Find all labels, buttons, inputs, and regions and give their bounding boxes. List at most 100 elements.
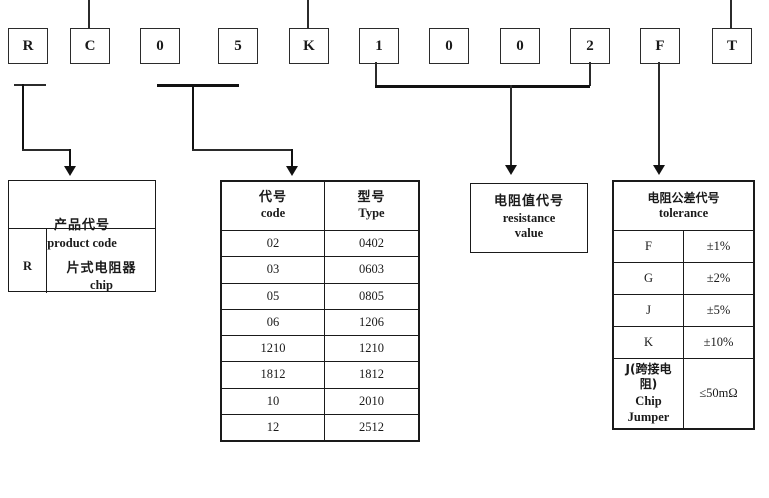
type-header-cn: 型号 bbox=[357, 190, 386, 206]
leader-resistance-left-stub bbox=[375, 62, 377, 86]
table-row: F ±1% bbox=[613, 230, 754, 263]
code-header-en: code bbox=[260, 206, 286, 221]
type-cell: 2010 bbox=[324, 387, 419, 415]
resistance-value-en-line1: resistance bbox=[502, 210, 556, 225]
part-char-box-2[interactable]: C bbox=[70, 28, 110, 64]
type-cell: 0805 bbox=[324, 282, 419, 310]
leader-resistance-right-stub bbox=[589, 62, 591, 86]
code-header-cell: 代号 code bbox=[221, 181, 325, 231]
jumper-en-line2: Jumper bbox=[627, 410, 670, 425]
tick-above-k-box bbox=[307, 0, 309, 28]
type-cell: 2512 bbox=[324, 413, 419, 442]
tolerance-value-cell: ±2% bbox=[683, 262, 754, 295]
resistance-value-box: 电阻值代号 resistance value bbox=[470, 183, 588, 253]
tolerance-code-cell: K bbox=[613, 326, 684, 359]
tolerance-header-cell: 电阻公差代号 tolerance bbox=[613, 181, 754, 231]
part-char-box-6[interactable]: 1 bbox=[359, 28, 399, 64]
leader-size-drop bbox=[291, 149, 294, 167]
part-char-label: 5 bbox=[234, 37, 242, 54]
part-char-box-7[interactable]: 0 bbox=[429, 28, 469, 64]
jumper-en-line1: Chip bbox=[635, 393, 662, 408]
part-char-label: T bbox=[726, 37, 737, 54]
code-cell: 10 bbox=[221, 387, 325, 415]
type-header-en: Type bbox=[358, 206, 385, 221]
product-code-header-divider bbox=[9, 228, 155, 230]
tolerance-code-cell: F bbox=[613, 230, 684, 263]
part-char-box-9[interactable]: 2 bbox=[570, 28, 610, 64]
jumper-cn-line2: 阻) bbox=[639, 377, 658, 392]
type-cell: 0402 bbox=[324, 229, 419, 258]
tolerance-header-wrap: 电阻公差代号 tolerance bbox=[614, 190, 753, 222]
leader-product-vertical bbox=[22, 84, 25, 150]
tolerance-table: 电阻公差代号 tolerance F ±1% G ±2% J ±5% K ±10… bbox=[612, 180, 755, 430]
part-char-box-10[interactable]: F bbox=[640, 28, 680, 64]
part-char-label: 2 bbox=[586, 37, 594, 54]
part-char-box-4[interactable]: 5 bbox=[218, 28, 258, 64]
code-cell: 1210 bbox=[221, 334, 325, 363]
code-cell: 05 bbox=[221, 282, 325, 310]
part-char-box-1[interactable]: R bbox=[8, 28, 48, 64]
leader-product-arrow bbox=[64, 166, 76, 176]
type-cell: 1206 bbox=[324, 308, 419, 337]
code-header-cn: 代号 bbox=[258, 190, 287, 206]
code-cell: 02 bbox=[221, 229, 325, 258]
product-code-desc-en: chip bbox=[90, 278, 113, 292]
part-char-box-5[interactable]: K bbox=[289, 28, 329, 64]
tolerance-value-cell-jumper: ≤50mΩ bbox=[683, 358, 754, 429]
part-char-label: 0 bbox=[156, 37, 164, 54]
product-code-value: R bbox=[22, 259, 33, 273]
product-code-grid bbox=[9, 181, 155, 293]
tolerance-value-cell: ±1% bbox=[683, 230, 754, 263]
table-row: J ±5% bbox=[613, 294, 754, 327]
part-char-label: 0 bbox=[445, 37, 453, 54]
code-cell: 12 bbox=[221, 413, 325, 442]
leader-resistance-arrow bbox=[505, 165, 517, 175]
code-header-wrap: 代号 code bbox=[222, 189, 324, 222]
tick-above-t-box bbox=[730, 0, 732, 28]
part-char-label: K bbox=[303, 37, 315, 54]
part-char-box-3[interactable]: 0 bbox=[140, 28, 180, 64]
product-code-header-en: product code bbox=[47, 236, 117, 250]
type-cell: 1210 bbox=[324, 334, 419, 363]
type-header-wrap: 型号 Type bbox=[325, 189, 418, 222]
leader-resistance-bracket bbox=[375, 85, 590, 88]
tolerance-value-cell: ±5% bbox=[683, 294, 754, 327]
part-char-label: 1 bbox=[375, 37, 383, 54]
table-header-row: 电阻公差代号 tolerance bbox=[613, 181, 754, 231]
type-header-cell: 型号 Type bbox=[324, 181, 419, 231]
table-row: G ±2% bbox=[613, 262, 754, 295]
table-header-row: 代号 code 型号 Type bbox=[221, 181, 419, 231]
type-cell: 0603 bbox=[324, 256, 419, 284]
type-cell: 1812 bbox=[324, 361, 419, 389]
code-cell: 1812 bbox=[221, 361, 325, 389]
resistance-value-cn: 电阻值代号 bbox=[493, 194, 564, 210]
tick-above-c-box bbox=[88, 0, 90, 28]
code-cell: 03 bbox=[221, 256, 325, 284]
leader-tolerance-drop bbox=[658, 62, 660, 167]
leader-tolerance-arrow bbox=[653, 165, 665, 175]
part-char-box-11[interactable]: T bbox=[712, 28, 752, 64]
part-char-label: F bbox=[655, 37, 665, 54]
tolerance-value-cell: ±10% bbox=[683, 326, 754, 359]
leader-size-vertical bbox=[192, 84, 195, 150]
leader-size-horizontal bbox=[192, 149, 292, 151]
part-char-box-8[interactable]: 0 bbox=[500, 28, 540, 64]
table-row: K ±10% bbox=[613, 326, 754, 359]
product-code-column-divider bbox=[46, 228, 48, 293]
tolerance-code-cell: J bbox=[613, 294, 684, 327]
leader-size-arrow bbox=[286, 166, 298, 176]
tolerance-code-cell-jumper: J(跨接电 阻) Chip Jumper bbox=[613, 358, 684, 429]
leader-resistance-drop bbox=[510, 85, 512, 167]
part-char-label: C bbox=[84, 37, 96, 54]
tolerance-header-cn: 电阻公差代号 bbox=[647, 190, 720, 205]
part-char-label: R bbox=[22, 37, 34, 54]
part-char-label: 0 bbox=[516, 37, 524, 54]
